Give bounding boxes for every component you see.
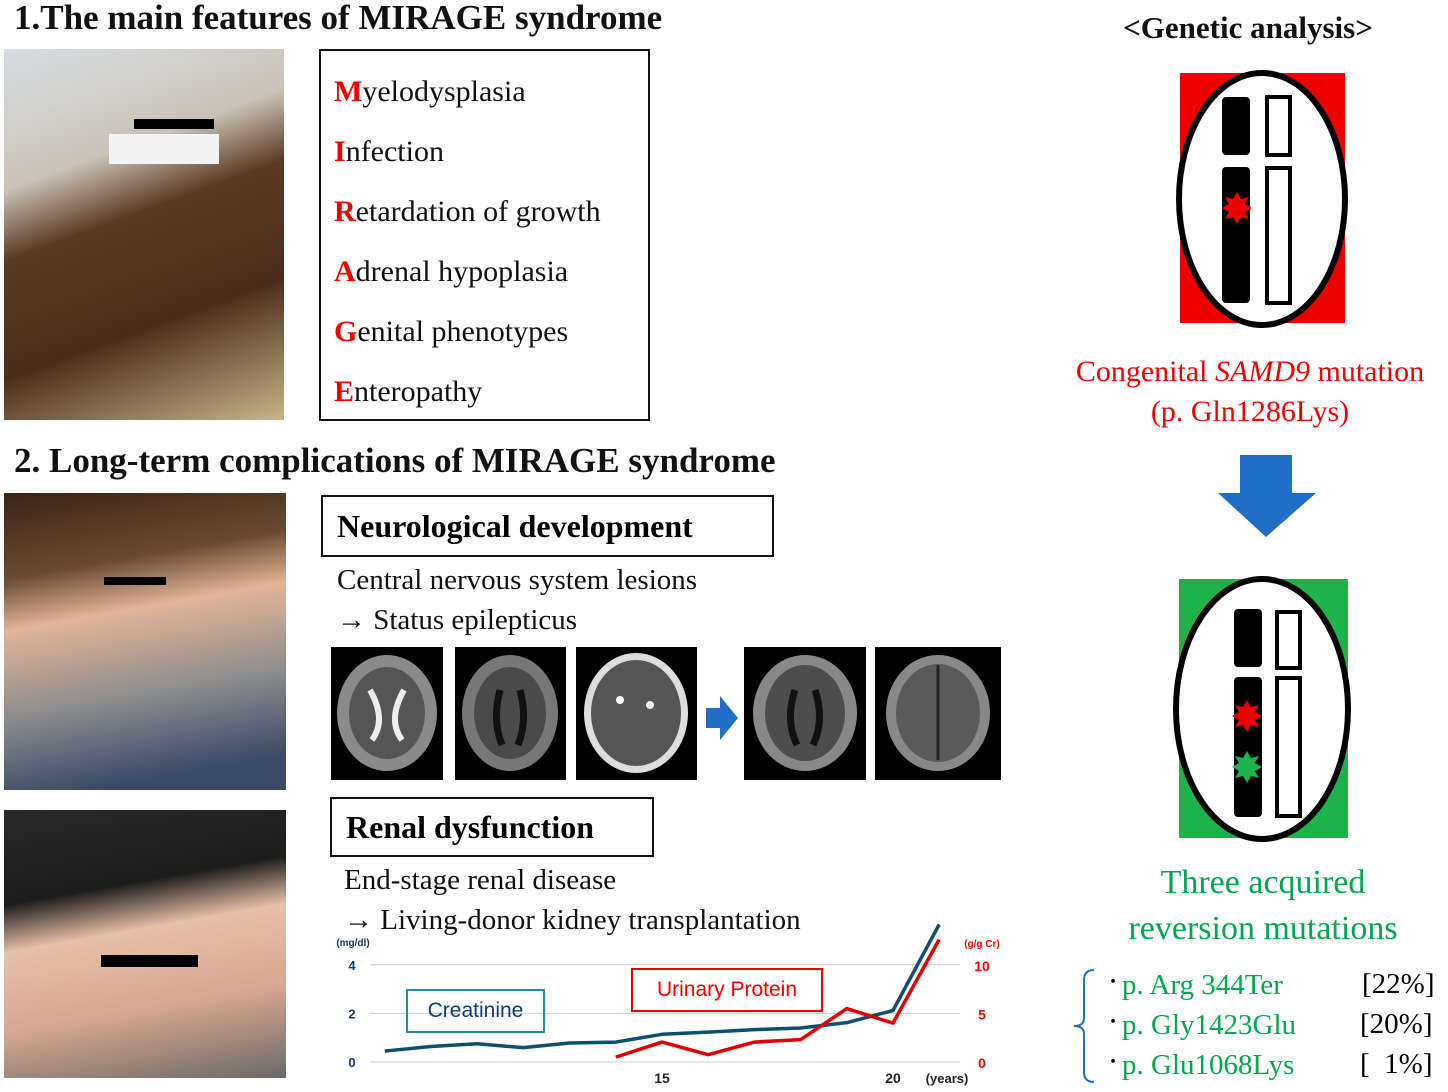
x-tick-label: 20 xyxy=(885,1070,901,1086)
section1-title: 1.The main features of MIRAGE syndrome xyxy=(14,0,663,37)
y-left-tick-label: 0 xyxy=(348,1055,355,1070)
mri-scan-4 xyxy=(744,647,866,780)
congenital-variant: (p. Gln1286Lys) xyxy=(1150,395,1350,428)
nasal-tape xyxy=(109,134,219,164)
neuro-line1: Central nervous system lesions xyxy=(337,564,698,596)
mri-scan-5 xyxy=(875,647,1001,780)
toddler-photo xyxy=(4,493,286,790)
x-tick-label: 15 xyxy=(654,1070,670,1086)
mri-scan-1 xyxy=(331,647,443,780)
y-right-tick-label: 5 xyxy=(978,1006,986,1022)
infant-photo xyxy=(4,49,284,420)
congenital-mutation-label: Congenital SAMD9 mutation xyxy=(1075,355,1425,388)
eye-mask-bar xyxy=(134,119,214,129)
x-axis-label: (years) xyxy=(926,1071,969,1086)
arrow-right-icon xyxy=(706,696,738,740)
genetic-title: <Genetic analysis> xyxy=(1123,10,1373,45)
y-left-tick-label: 4 xyxy=(348,958,356,973)
reversion-chromosome-icon xyxy=(1173,576,1351,842)
neuro-line2: → Status epilepticus xyxy=(337,604,578,636)
y-right-axis-label: (g/g Cr) xyxy=(964,939,1000,950)
renal-heading: Renal dysfunction xyxy=(330,797,654,857)
mutation-star-green xyxy=(1232,751,1262,783)
feature-item: Enteropathy xyxy=(334,375,483,408)
mutation-item: ・p. Glu1068Lys xyxy=(1104,1049,1295,1081)
y-left-axis-label: (mg/dl) xyxy=(336,938,369,949)
acquired-line2: reversion mutations xyxy=(1128,910,1398,947)
mutation-pct: [20%] xyxy=(1360,1008,1433,1040)
urinary-protein-legend: Urinary Protein xyxy=(631,968,823,1012)
y-right-tick-label: 10 xyxy=(974,958,990,974)
creatinine-legend: Creatinine xyxy=(406,989,545,1033)
mutation-star-red xyxy=(1222,192,1252,224)
feature-item: Infection xyxy=(334,135,444,168)
eye-mask-bar xyxy=(101,955,198,967)
mri-scan-2 xyxy=(455,647,566,780)
section2-title: 2. Long-term complications of MIRAGE syn… xyxy=(14,441,776,480)
renal-line1: End-stage renal disease xyxy=(344,864,617,896)
eye-mask-bar xyxy=(104,577,166,585)
y-left-tick-label: 2 xyxy=(348,1006,355,1021)
acquired-line1: Three acquired xyxy=(1160,864,1366,901)
urinary-protein-line xyxy=(615,938,941,1059)
mutation-star-red xyxy=(1232,700,1262,732)
feature-item: Genital phenotypes xyxy=(334,315,569,348)
mutation-item: ・p. Arg 344Ter xyxy=(1104,969,1283,1001)
features-box: Myelodysplasia Infection Retardation of … xyxy=(319,49,650,421)
feature-item: Retardation of growth xyxy=(334,195,601,228)
mri-scan-3 xyxy=(576,647,697,780)
y-right-tick-label: 0 xyxy=(978,1055,986,1071)
mutation-item: ・p. Gly1423Glu xyxy=(1104,1009,1296,1041)
renal-line2: → Living-donor kidney transplantation xyxy=(344,904,801,936)
feature-item: Myelodysplasia xyxy=(334,75,526,108)
arrow-down-icon xyxy=(1218,455,1316,537)
feature-item: Adrenal hypoplasia xyxy=(334,255,569,288)
bracket xyxy=(1073,969,1095,1083)
mutation-pct: [ 1%] xyxy=(1360,1048,1433,1080)
neuro-heading: Neurological development xyxy=(321,495,774,557)
mutation-pct: [22%] xyxy=(1362,968,1435,1000)
congenital-chromosome-icon xyxy=(1176,70,1348,328)
child-photo xyxy=(4,810,286,1078)
